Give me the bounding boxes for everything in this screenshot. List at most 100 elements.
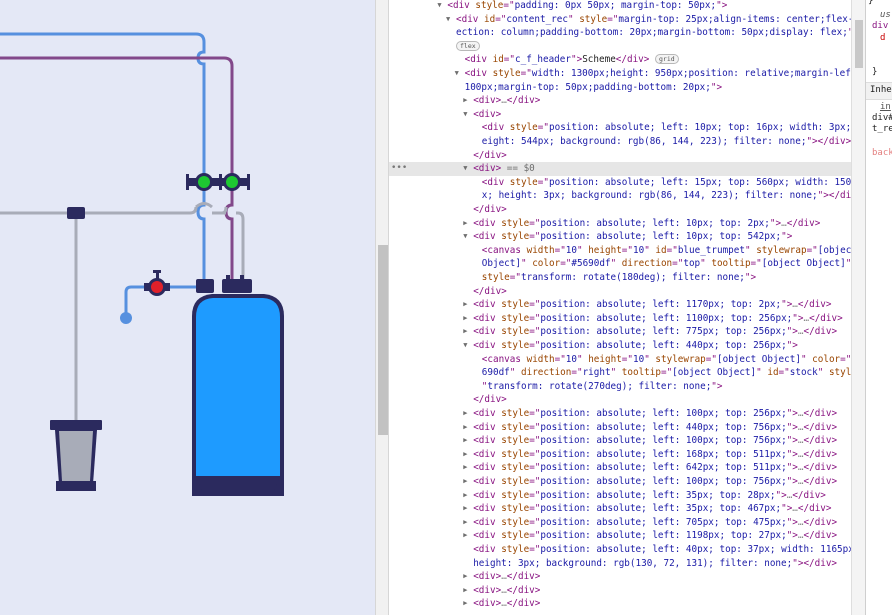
blue-supply-pipe (0, 32, 206, 282)
dom-node-row[interactable]: eight: 544px; background: rgb(86, 144, 2… (389, 135, 851, 149)
inherited-section-header[interactable]: Inhe (866, 82, 892, 100)
collapse-arrow-icon[interactable]: ▼ (463, 232, 468, 241)
expand-arrow-icon[interactable]: ▶ (463, 422, 468, 431)
dom-node-row[interactable]: <div style="position: absolute; left: 40… (389, 543, 851, 557)
dom-node-row[interactable]: ▶<div>…</div> (389, 597, 851, 611)
splitter-scrollbar-thumb[interactable] (378, 245, 388, 435)
collapse-arrow-icon[interactable]: ▼ (463, 341, 468, 349)
elements-scrollbar[interactable] (851, 0, 865, 615)
dom-node-row[interactable]: ▶<div style="position: absolute; left: 1… (389, 312, 851, 326)
dom-node-row[interactable]: ▶<div style="position: absolute; left: 4… (389, 421, 851, 435)
dom-node-markup: <div> == $0 (473, 163, 535, 175)
dom-node-row[interactable]: ▶<div style="position: absolute; left: 1… (389, 407, 851, 421)
styles-line: div (872, 21, 889, 31)
filter-tank-icon[interactable] (192, 294, 284, 496)
dom-node-row[interactable]: ▼ <div style="position: absolute; left: 4… (389, 339, 851, 353)
dom-node-row[interactable]: <canvas width="10" height="10" id="blue_… (389, 244, 851, 258)
dom-node-row[interactable]: x; height: 3px; background: rgb(86, 144,… (389, 189, 851, 203)
dom-node-row[interactable]: ▼<div id="content_rec" style="margin-top… (389, 13, 851, 27)
scheme-canvas (0, 0, 375, 615)
expand-arrow-icon[interactable]: ▶ (463, 477, 468, 485)
collapse-arrow-icon[interactable]: ▼ (463, 164, 468, 173)
dom-node-row[interactable]: 100px;margin-top: 50px;padding-bottom: 2… (389, 81, 851, 95)
dom-node-row[interactable]: <div style="position: absolute; left: 10… (389, 121, 851, 135)
dom-node-row[interactable]: </div> (389, 203, 851, 217)
dom-node-markup: <div style="position: absolute; left: 10… (481, 122, 851, 134)
dom-node-row[interactable]: <div id="c_f_header">Scheme</div> grid (389, 53, 851, 67)
dom-node-row[interactable]: ▶<div style="position: absolute; left: 3… (389, 489, 851, 503)
dom-node-row-selected[interactable]: ••• ▼ <div> == $0 (389, 162, 851, 177)
dom-node-row[interactable]: ▶<div style="position: absolute; left: 3… (389, 502, 851, 516)
collapse-arrow-icon[interactable]: ▼ (446, 14, 451, 23)
dom-node-row[interactable]: ▶<div style="position: absolute; left: 7… (389, 516, 851, 530)
expand-arrow-icon[interactable]: ▶ (463, 531, 468, 540)
row-options-icon[interactable]: ••• (391, 163, 408, 174)
dom-node-row[interactable]: ▶<div style="position: absolute; left: 7… (389, 325, 851, 339)
dom-node-row[interactable]: <canvas width="10" height="10" stylewrap… (389, 353, 851, 367)
expand-arrow-icon[interactable]: ▶ (463, 96, 468, 105)
dom-node-row[interactable]: ▶<div style="position: absolute; left: 6… (389, 461, 851, 475)
pipe-tee-icon (67, 207, 85, 219)
dom-node-markup: <div>…</div> (473, 571, 541, 583)
panel-splitter[interactable] (375, 0, 389, 615)
dom-node-row[interactable]: </div> (389, 393, 851, 407)
dom-node-row[interactable]: <div style="position: absolute; left: 15… (389, 176, 851, 190)
dom-node-row[interactable]: ▼<div> (389, 108, 851, 122)
styles-line: } (868, 0, 874, 6)
styles-line: back (872, 148, 892, 158)
expand-arrow-icon[interactable]: ▶ (463, 490, 468, 499)
collapse-arrow-icon[interactable]: ▼ (463, 109, 468, 118)
expand-arrow-icon[interactable]: ▶ (463, 504, 468, 513)
gray-drain-pipe (0, 206, 245, 282)
dom-node-row[interactable]: flex (389, 40, 851, 54)
dom-node-row[interactable]: ▼<div style="padding: 0px 50px; margin-t… (389, 0, 851, 13)
green-valve-icon[interactable] (214, 173, 250, 191)
styles-line[interactable]: in (880, 102, 891, 112)
dom-node-markup: </div> (473, 285, 507, 297)
expand-arrow-icon[interactable]: ▶ (463, 572, 468, 581)
dom-node-row[interactable]: ection: column;padding-bottom: 20px;marg… (389, 26, 851, 40)
dom-node-row[interactable]: 690df" direction="right" tooltip="[objec… (389, 366, 851, 380)
dom-node-row[interactable]: style="transform: rotate(180deg); filter… (389, 271, 851, 285)
dom-node-row[interactable]: ▶<div style="position: absolute; left: 1… (389, 475, 851, 489)
dom-node-markup: <div style="position: absolute; left: 44… (473, 340, 798, 351)
dom-node-row[interactable]: ▶<div style="position: absolute; left: 1… (389, 529, 851, 543)
expand-arrow-icon[interactable]: ▶ (463, 463, 468, 472)
dom-node-markup: ection: column;padding-bottom: 20px;marg… (456, 27, 851, 39)
expand-arrow-icon[interactable]: ▶ (463, 517, 468, 526)
expand-arrow-icon[interactable]: ▶ (463, 313, 468, 322)
dom-node-row[interactable]: ▶ <div>…</div> (389, 570, 851, 584)
purple-return-pipe (0, 56, 234, 282)
elements-scrollbar-thumb[interactable] (855, 20, 863, 68)
dom-node-markup: flex (456, 40, 480, 54)
bucket-icon[interactable] (50, 420, 102, 491)
dom-node-row[interactable]: </div> (389, 149, 851, 163)
dom-node-row[interactable]: ▶<div>…</div> (389, 584, 851, 598)
dom-node-markup: </div> (473, 394, 507, 406)
expand-arrow-icon[interactable]: ▶ (463, 300, 468, 309)
dom-node-row[interactable]: ▶<div>…</div> (389, 94, 851, 108)
expand-arrow-icon[interactable]: ▶ (463, 599, 468, 608)
styles-line: us (880, 10, 891, 20)
dom-node-row[interactable]: height: 3px; background: rgb(130, 72, 13… (389, 557, 851, 571)
dom-node-row[interactable]: "transform: rotate(270deg); filter: none… (389, 380, 851, 394)
expand-arrow-icon[interactable]: ▶ (463, 327, 468, 336)
expand-arrow-icon[interactable]: ▶ (463, 218, 468, 227)
dom-node-row[interactable]: ▶<div style="position: absolute; left: 1… (389, 434, 851, 448)
dom-node-markup: <div style="position: absolute; left: 15… (481, 176, 851, 188)
expand-arrow-icon[interactable]: ▶ (463, 585, 468, 594)
dom-node-row[interactable]: ▶<div style="position: absolute; left: 1… (389, 217, 851, 231)
dom-node-row[interactable]: ▶<div style="position: absolute; left: 1… (389, 298, 851, 312)
dom-node-row[interactable]: ▼<div style="width: 1300px;height: 950px… (389, 67, 851, 81)
collapse-arrow-icon[interactable]: ▼ (437, 1, 442, 9)
expand-arrow-icon[interactable]: ▶ (463, 436, 468, 445)
dom-node-row[interactable]: Object]" color="#5690df" direction="top"… (389, 257, 851, 271)
dom-node-markup: </div> (473, 149, 507, 161)
dom-node-row[interactable]: </div> (389, 285, 851, 299)
collapse-arrow-icon[interactable]: ▼ (454, 69, 459, 77)
red-valve-icon[interactable] (144, 270, 170, 296)
expand-arrow-icon[interactable]: ▶ (463, 449, 468, 458)
dom-node-row[interactable]: ▼<div style="position: absolute; left: 1… (389, 230, 851, 244)
dom-node-row[interactable]: ▶<div style="position: absolute; left: 1… (389, 448, 851, 462)
expand-arrow-icon[interactable]: ▶ (463, 409, 468, 417)
